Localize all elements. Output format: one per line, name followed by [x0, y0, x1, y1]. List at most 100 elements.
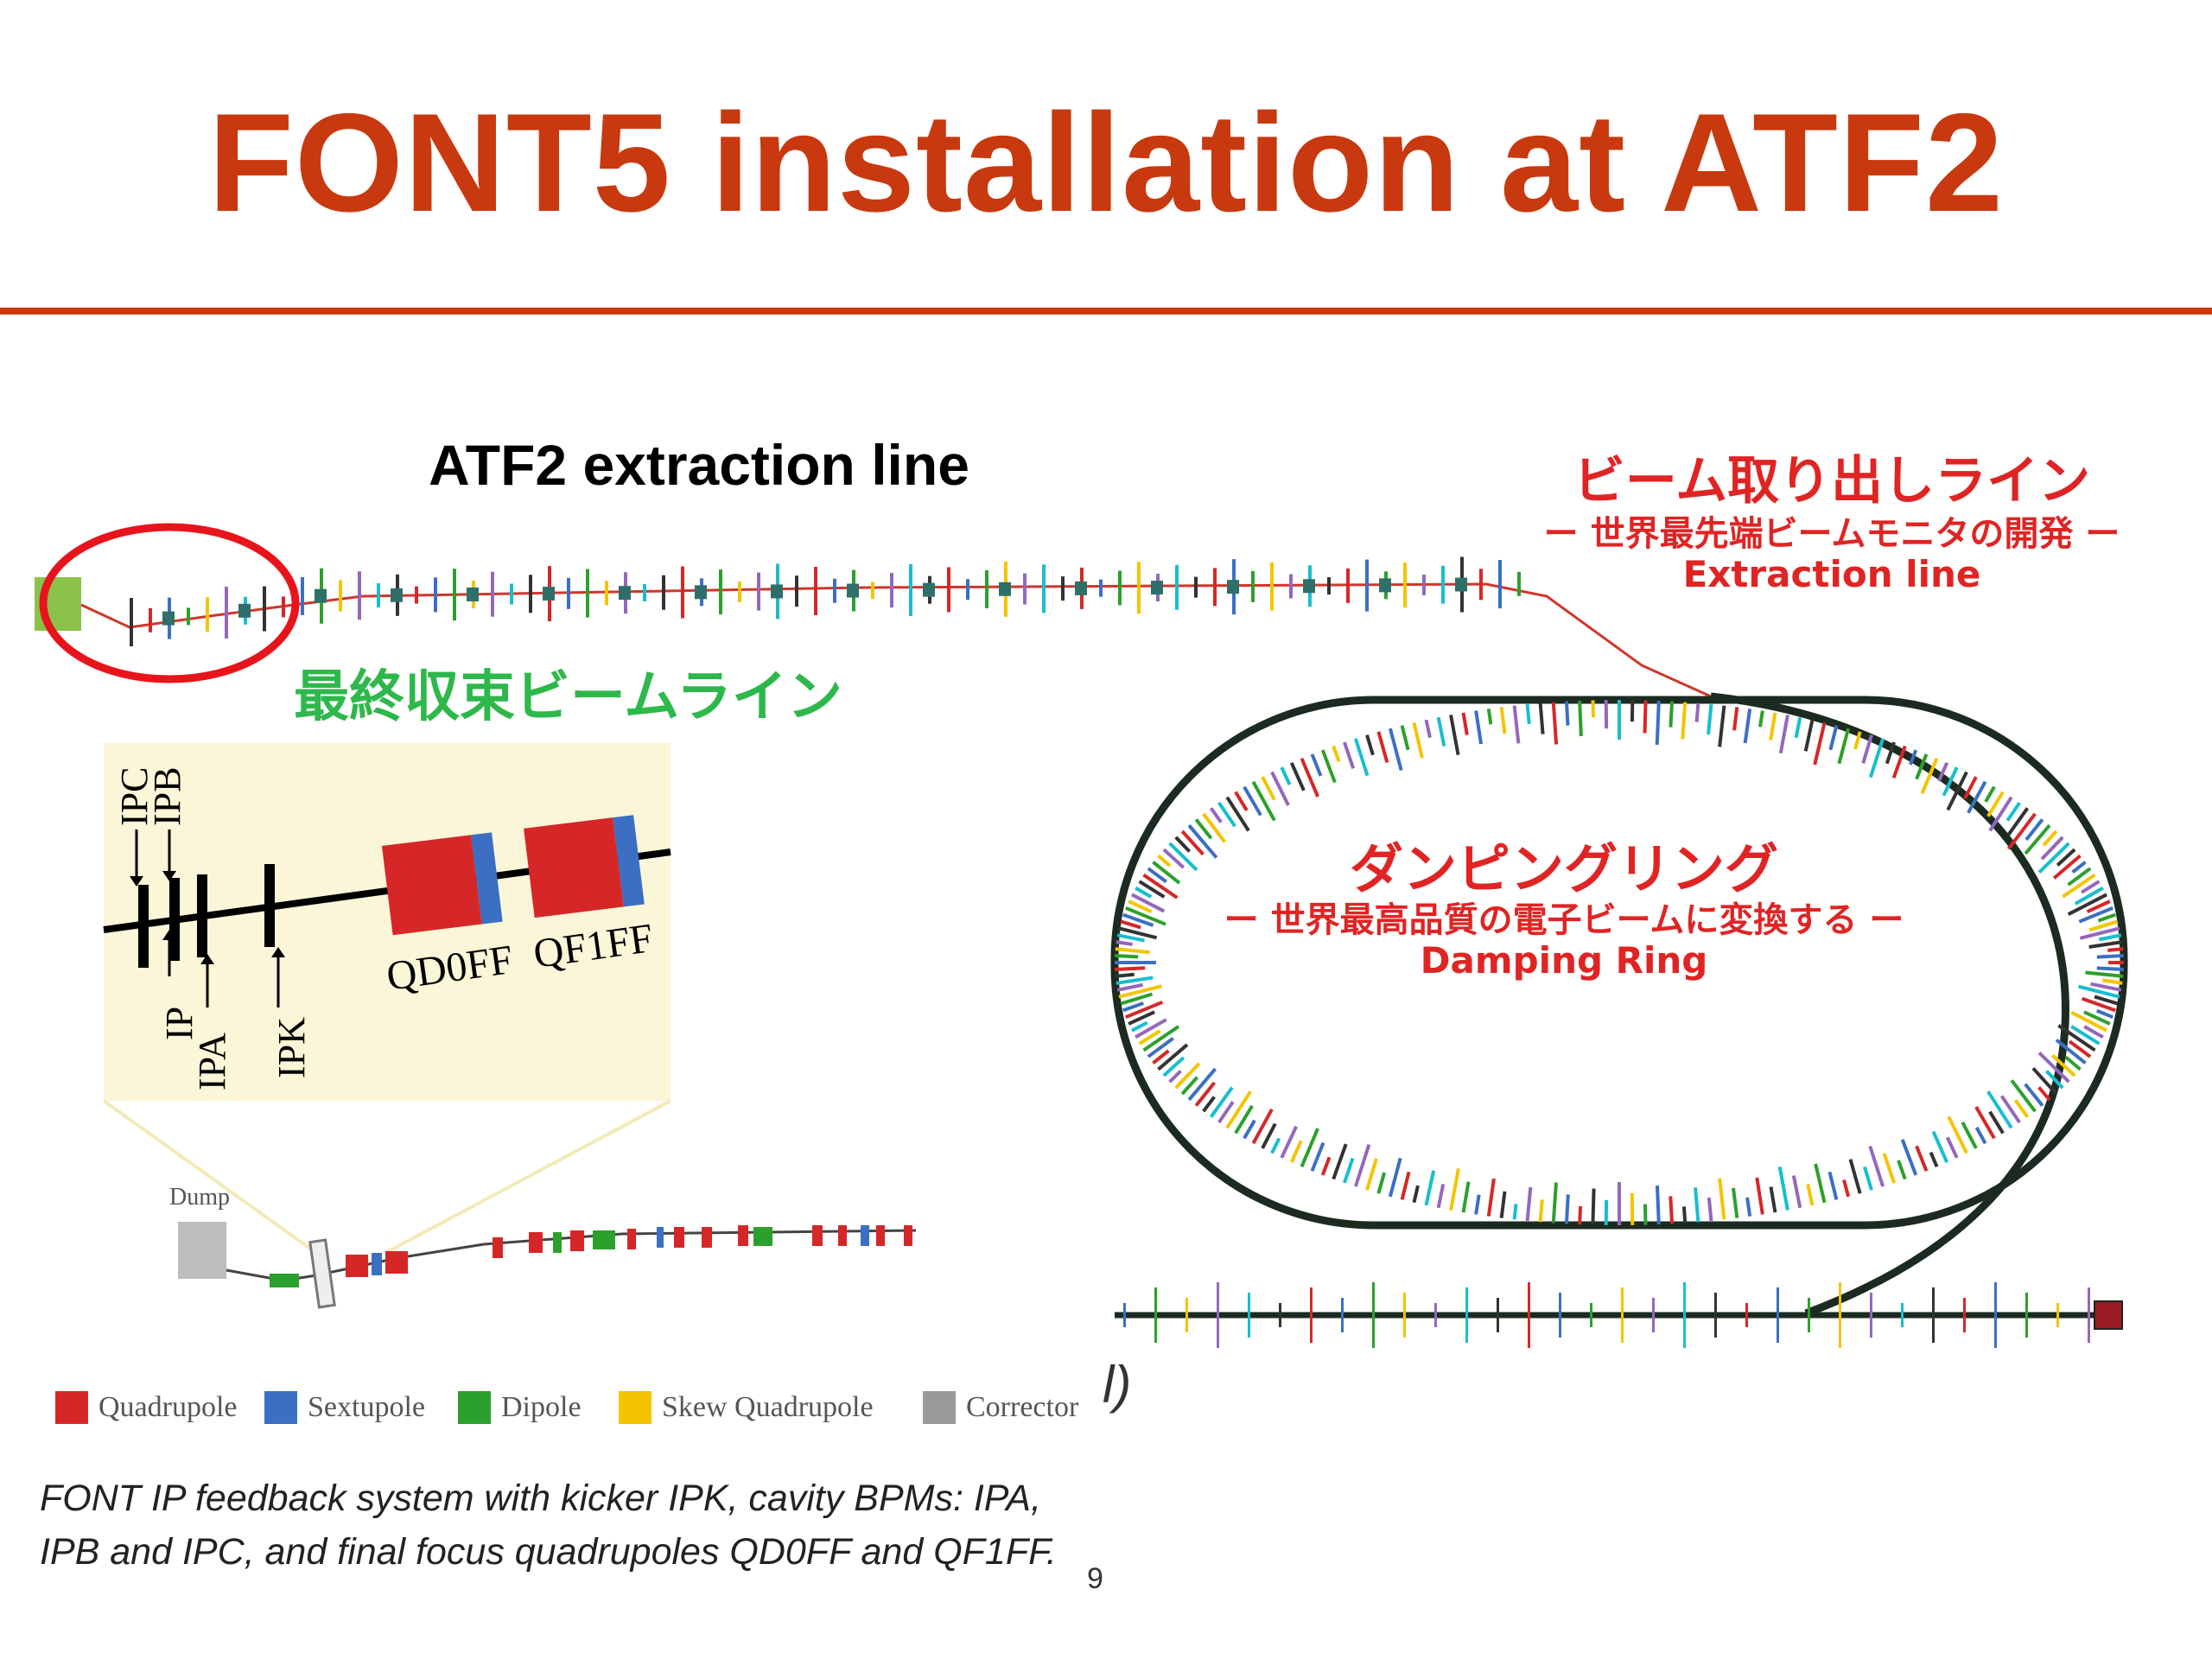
beamline-magnet [1303, 579, 1315, 594]
ring-element [1499, 707, 1507, 734]
ring-element [2088, 919, 2119, 932]
beamline-element [1346, 568, 1350, 603]
ring-elements [1115, 700, 2124, 1225]
ring-element [1142, 873, 1179, 899]
ring-element [1803, 719, 1815, 752]
ring-element [1376, 1172, 1387, 1194]
ring-element [1135, 886, 1153, 899]
beamline-magnet [619, 586, 631, 601]
injection-element [1465, 1287, 1468, 1343]
ring-element [1900, 1139, 1918, 1176]
ring-element [1365, 1158, 1378, 1191]
zoom-guide-left [102, 1099, 318, 1255]
legend-swatch-quadrupole [55, 1391, 88, 1424]
ring-element [1984, 785, 1996, 803]
beamline-element [1213, 568, 1217, 607]
ring-element [1332, 1143, 1348, 1180]
ring-element [1461, 1181, 1471, 1213]
ring-element [1261, 1122, 1277, 1149]
injection-element [1279, 1303, 1281, 1327]
ring-element [1174, 836, 1192, 853]
ring-element [1669, 1196, 1675, 1224]
ring-element [1891, 745, 1907, 779]
ring-element [1578, 700, 1583, 736]
lower-magnet [904, 1225, 912, 1246]
ring-element [2083, 1025, 2104, 1039]
ip-label: IP [158, 1007, 200, 1040]
beamline-element [1327, 577, 1331, 595]
ring-element [1130, 893, 1166, 913]
ring-element [1270, 771, 1290, 806]
ring-element [2090, 982, 2122, 992]
caption-line-2: IPB and IPC, and final focus quadrupoles… [40, 1531, 1057, 1573]
ring-element [1147, 1036, 1174, 1058]
beamline-element [1175, 564, 1179, 610]
ring-element [1967, 780, 1987, 814]
ring-element [1168, 1069, 1182, 1084]
ring-element [1694, 1187, 1700, 1223]
damping-ring-jp-subtitle: ー 世界最高品質の電子ビームに変換する ー [1224, 900, 1904, 940]
ring-element [1474, 710, 1484, 745]
ring-element [1353, 1144, 1371, 1187]
ring-element [2071, 861, 2087, 874]
beamline-element [1251, 570, 1255, 602]
ring-element [1202, 812, 1227, 843]
ring-element [1194, 1081, 1217, 1107]
beamline-element [871, 582, 874, 600]
ring-element [1118, 984, 1162, 999]
ring-element [1116, 940, 1133, 946]
ring-element [1187, 823, 1218, 859]
lower-magnet [372, 1253, 382, 1275]
ring-element [1986, 791, 2005, 817]
ring-element [1745, 1197, 1752, 1217]
ipa-arrowhead [200, 954, 214, 964]
ring-element [1909, 749, 1918, 766]
ring-element [1388, 728, 1403, 771]
lower-corrector [308, 1238, 336, 1309]
beamline-element [529, 575, 532, 613]
beamline-element [643, 583, 646, 601]
legend-sextupole: Sextupole [264, 1389, 425, 1427]
ring-element [2037, 1052, 2070, 1084]
ring-element [1449, 1168, 1460, 1211]
beamline-element [947, 567, 950, 613]
ring-element [1591, 1188, 1596, 1225]
injection-element [1870, 1293, 1872, 1338]
ring-element [1988, 1110, 2005, 1135]
ring-element [1280, 766, 1292, 785]
beamline-magnet [1075, 581, 1087, 595]
injection-element [1683, 1282, 1686, 1348]
legend-swatch-corrector [923, 1391, 956, 1424]
ring-element [1604, 700, 1609, 729]
ring-element [1732, 1187, 1739, 1218]
ring-element [1125, 1000, 1164, 1020]
legend-swatch-sextupole [264, 1391, 297, 1424]
beamline-magnet [999, 582, 1011, 596]
legend-skew-quadrupole: Skew Quadrupole [619, 1389, 874, 1427]
ring-element [1187, 1067, 1217, 1102]
legend-label-corrector: Corrector [966, 1391, 1079, 1423]
ring-element [2064, 1055, 2082, 1071]
slide-title: FONT5 installation at ATF2 [207, 85, 2005, 241]
qf1ff-quadrupole [524, 817, 624, 918]
beamline-magnet [923, 582, 935, 597]
ring-element [1842, 1179, 1851, 1198]
beamline-element [1403, 563, 1407, 608]
ring-element [2079, 926, 2120, 940]
ring-element [1251, 780, 1276, 822]
lower-magnet [812, 1225, 823, 1246]
ring-element [2005, 801, 2021, 822]
lower-magnet [529, 1232, 543, 1253]
ipa-label: IPA [191, 1033, 233, 1090]
ring-element [2102, 978, 2123, 985]
beamline-element [1042, 564, 1046, 613]
beamline-element [510, 583, 513, 605]
ring-element [2031, 1066, 2058, 1096]
ring-element [1828, 725, 1839, 751]
ring-element [1300, 757, 1319, 798]
legend-dipole: Dipole [458, 1389, 582, 1427]
ring-element [1424, 1170, 1436, 1206]
ring-element [1174, 1062, 1201, 1090]
beamline-element [567, 577, 570, 609]
ring-element [1162, 1056, 1185, 1077]
